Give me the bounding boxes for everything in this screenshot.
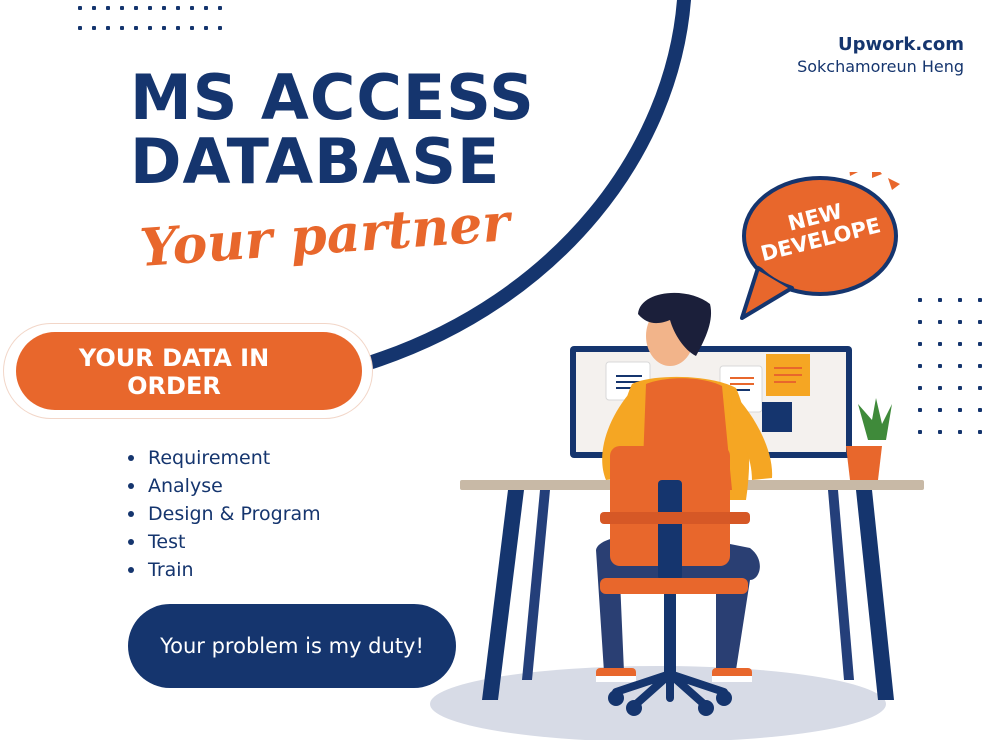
dot [918,342,922,346]
dot [958,320,962,324]
dot [938,386,942,390]
dot [918,430,922,434]
dot [92,26,96,30]
dot [918,364,922,368]
plant-pot-icon [846,398,892,480]
dot [190,26,194,30]
page-title: MS ACCESS DATABASE [130,66,535,194]
dot [938,430,942,434]
dot [978,386,982,390]
cta-line-2: ORDER [127,372,221,400]
dot [958,298,962,302]
dot [162,6,166,10]
dot [176,26,180,30]
dot [918,320,922,324]
dot [148,26,152,30]
dot [958,342,962,346]
dot [120,6,124,10]
dot [218,26,222,30]
cta-badge: YOUR DATA IN ORDER [4,324,372,418]
dot [190,6,194,10]
dot [134,6,138,10]
dot [978,342,982,346]
dot [120,26,124,30]
office-chair-icon [600,446,750,716]
brand-site: Upwork.com [838,34,964,55]
dot [978,430,982,434]
dot [204,26,208,30]
dot [78,26,82,30]
dot [176,6,180,10]
developer-illustration-icon [430,292,924,740]
dot [938,298,942,302]
list-item: Requirement [126,444,321,472]
speech-bubble-icon [740,172,900,320]
dot [938,364,942,368]
list-item: Train [126,556,321,584]
brand-author: Sokchamoreun Heng [797,57,964,76]
cta-line-1: YOUR DATA IN [78,344,270,372]
dot [92,6,96,10]
dot-grid-top [78,6,222,30]
dot [978,408,982,412]
dot [918,386,922,390]
list-item: Analyse [126,472,321,500]
dot [204,6,208,10]
dot [938,408,942,412]
dot [978,320,982,324]
dot [106,26,110,30]
dot [938,342,942,346]
dot [148,6,152,10]
dot [162,26,166,30]
dot [958,386,962,390]
dot [918,408,922,412]
brand-block: Upwork.com Sokchamoreun Heng [797,34,964,76]
floor-shadow [430,666,886,740]
dot [134,26,138,30]
title-line-1: MS ACCESS [130,61,535,134]
list-item: Test [126,528,321,556]
desk-icon [460,480,924,700]
dot-grid-right [918,298,982,434]
cta-badge-text: YOUR DATA IN ORDER [16,332,362,410]
dot [978,364,982,368]
duty-badge: Your problem is my duty! [128,604,456,688]
dot [958,364,962,368]
title-line-2: DATABASE [130,125,501,198]
dot [958,408,962,412]
dot [106,6,110,10]
dot [978,298,982,302]
list-item: Design & Program [126,500,321,528]
dot [78,6,82,10]
dot [958,430,962,434]
dot [938,320,942,324]
steps-list: Requirement Analyse Design & Program Tes… [126,444,321,584]
dot [218,6,222,10]
dot [918,298,922,302]
